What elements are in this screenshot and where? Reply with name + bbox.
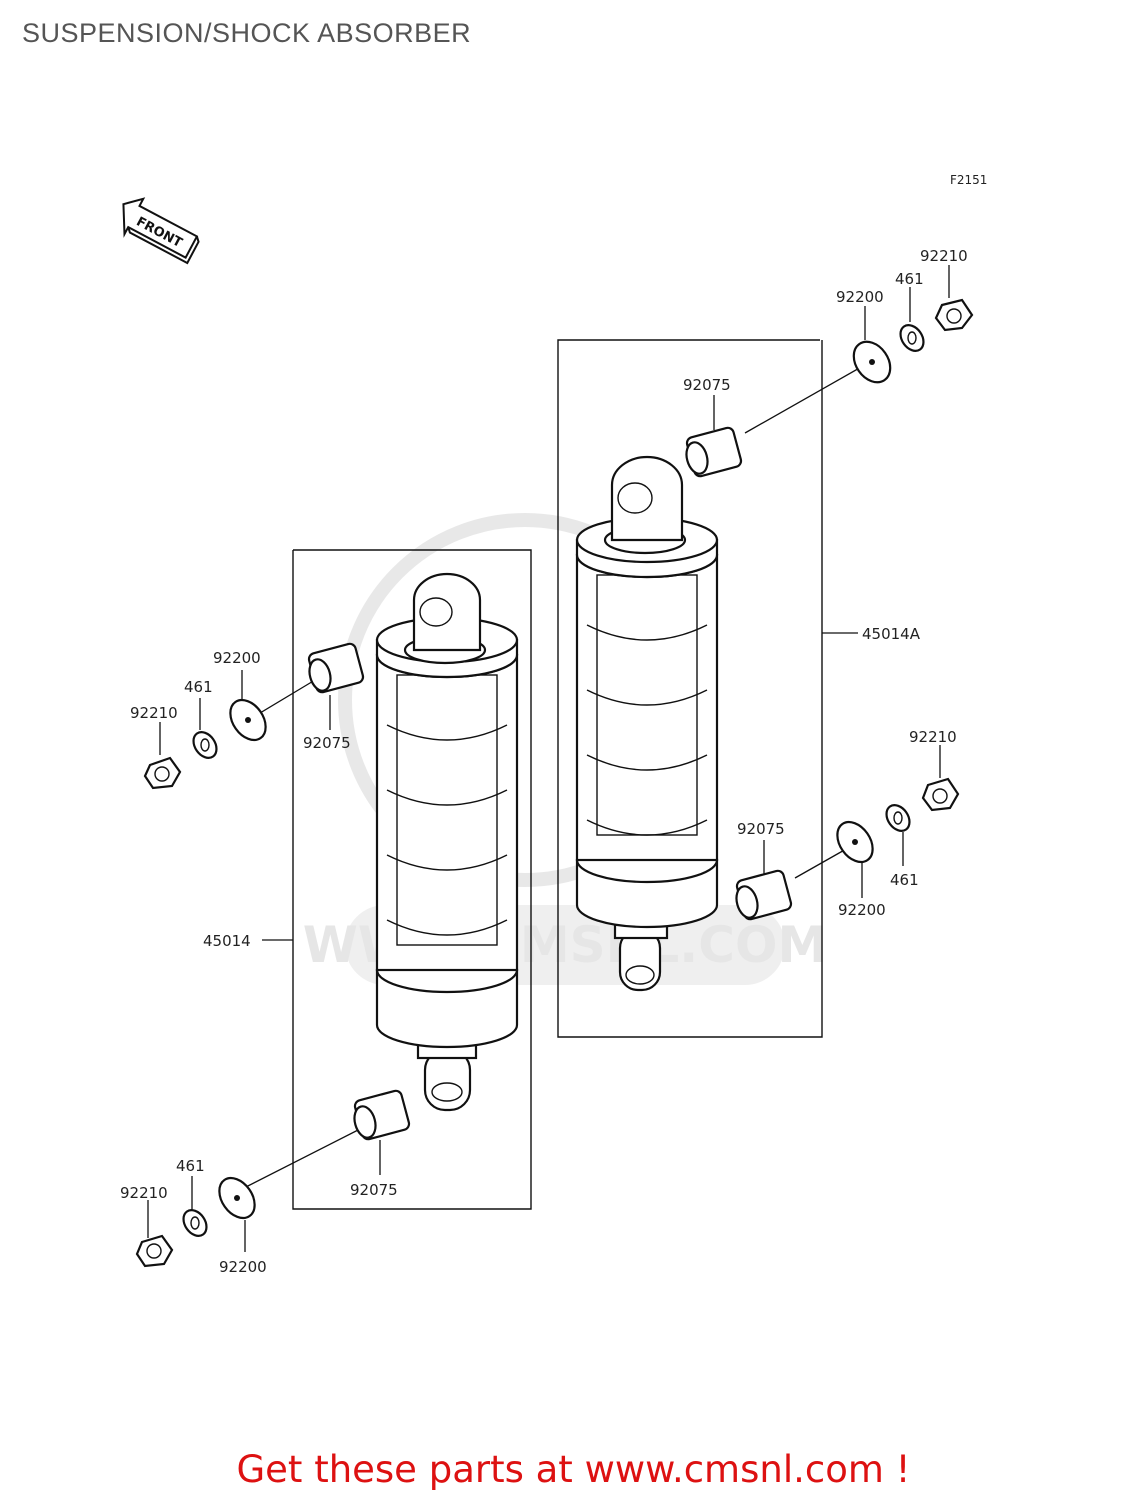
left-top-nut-92210 (143, 756, 182, 790)
left-shock-assembly: 45014 (120, 549, 532, 1276)
front-arrow-icon: FRONT (122, 197, 200, 265)
left-top-washer-461 (192, 731, 218, 759)
right-bottom-plate-label: 92200 (838, 901, 886, 919)
right-bottom-nut-92210 (921, 777, 960, 812)
right-shock-assembly: 45014A (557, 247, 974, 1038)
right-top-plate-92200 (852, 340, 892, 384)
left-bottom-bushing-92075 (353, 1089, 411, 1141)
left-top-bushing-92075 (307, 642, 365, 694)
left-top-plate-label: 92200 (213, 649, 261, 667)
figure-code: F2151 (950, 173, 987, 187)
left-assembly-bracket (292, 549, 532, 1210)
left-bottom-plate-label: 92200 (219, 1258, 267, 1276)
left-top-bushing-label: 92075 (303, 734, 351, 752)
right-bottom-bushing-92075 (735, 869, 793, 921)
right-top-washer-label: 461 (895, 270, 924, 288)
right-top-plate-label: 92200 (836, 288, 884, 306)
right-top-nut-label: 92210 (920, 247, 968, 265)
right-bottom-washer-461 (885, 804, 911, 832)
promo-link[interactable]: Get these parts at www.cmsnl.com ! (236, 1448, 911, 1491)
page-title: SUSPENSION/SHOCK ABSORBER (22, 18, 472, 48)
right-bottom-plate-92200 (836, 820, 874, 864)
left-top-nut-label: 92210 (130, 704, 178, 722)
right-bottom-bushing-label: 92075 (737, 820, 785, 838)
left-bottom-plate-92200 (218, 1176, 256, 1220)
left-bottom-bushing-label: 92075 (350, 1181, 398, 1199)
left-shock-absorber (375, 572, 519, 1112)
left-bottom-nut-label: 92210 (120, 1184, 168, 1202)
right-bottom-washer-label: 461 (890, 871, 919, 889)
right-top-bushing-92075 (685, 426, 743, 478)
right-top-nut-92210 (934, 298, 974, 332)
right-bottom-nut-label: 92210 (909, 728, 957, 746)
right-top-bushing-label: 92075 (683, 376, 731, 394)
left-bottom-washer-label: 461 (176, 1157, 205, 1175)
right-assembly-label: 45014A (862, 625, 921, 643)
left-top-plate-92200 (229, 698, 267, 742)
left-top-washer-label: 461 (184, 678, 213, 696)
right-shock-absorber (575, 455, 719, 992)
right-top-washer-461 (899, 324, 925, 352)
left-bottom-nut-92210 (135, 1234, 174, 1268)
right-assembly-bracket (557, 339, 823, 1038)
left-bottom-washer-461 (182, 1209, 208, 1237)
left-assembly-label: 45014 (203, 932, 251, 950)
